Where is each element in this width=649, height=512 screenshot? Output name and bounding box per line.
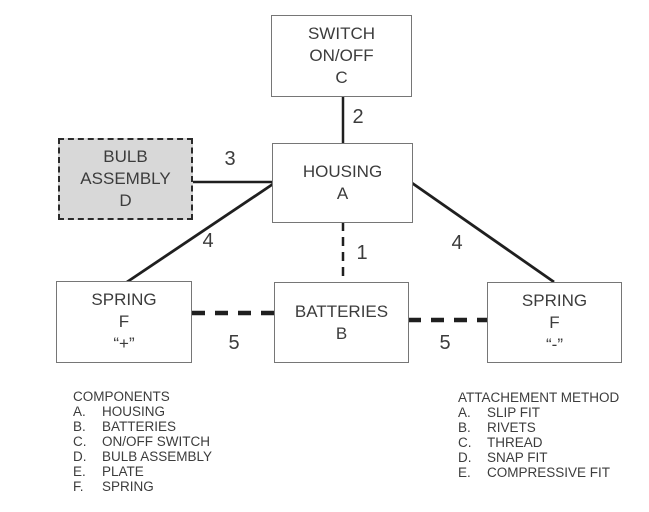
legend-item-label: BATTERIES xyxy=(102,419,177,434)
connector-label-1: 1 xyxy=(356,242,368,264)
legend-item: D. BULB ASSEMBLY xyxy=(73,449,212,464)
legend-item: B. BATTERIES xyxy=(73,419,212,434)
legend-item-label: THREAD xyxy=(487,435,543,450)
node-spring-plus-polarity: “+” xyxy=(113,334,135,353)
node-spring-plus-line1: SPRING xyxy=(91,290,157,309)
node-switch-on-off: SWITCH ON/OFF C xyxy=(271,15,412,97)
legend-item-label: HOUSING xyxy=(102,404,166,419)
legend-item-key: C. xyxy=(458,435,472,450)
node-switch-line1: SWITCH xyxy=(307,24,376,43)
connector-label-4-right: 4 xyxy=(451,232,463,254)
legend-attachment-title: ATTACHEMENT METHOD xyxy=(458,390,620,405)
legend-item: D. SNAP FIT xyxy=(458,450,619,465)
legend-item-key: A. xyxy=(73,404,86,419)
legend-item-label: SPRING xyxy=(102,479,154,494)
legend-item-label: SNAP FIT xyxy=(487,450,548,465)
legend-item-label: ON/OFF SWITCH xyxy=(102,434,210,449)
node-housing-letter: A xyxy=(336,184,349,203)
node-switch-letter: C xyxy=(335,68,348,87)
legend-item-label: RIVETS xyxy=(487,420,536,435)
connector-label-4-left: 4 xyxy=(202,230,214,252)
legend-item: E. COMPRESSIVE FIT xyxy=(458,465,619,480)
node-spring-positive: SPRING F “+” xyxy=(56,281,192,363)
legend-item-key: E. xyxy=(458,465,471,480)
node-switch-line2: ON/OFF xyxy=(309,46,374,65)
legend-item: B. RIVETS xyxy=(458,420,619,435)
legend-item-key: D. xyxy=(458,450,472,465)
node-batteries-line1: BATTERIES xyxy=(294,301,389,321)
legend-item: A. HOUSING xyxy=(73,404,212,419)
node-bulb-letter: D xyxy=(119,191,132,210)
connector-label-5-left: 5 xyxy=(228,332,240,354)
node-housing-line1: HOUSING xyxy=(302,162,383,181)
legend-item-key: C. xyxy=(73,434,87,449)
legend-item-label: BULB ASSEMBLY xyxy=(102,449,213,464)
legend-components: COMPONENTS A. HOUSING B. BATTERIES C. ON… xyxy=(73,389,212,494)
legend-item-key: F. xyxy=(73,479,84,494)
node-bulb-line1: BULB xyxy=(103,147,148,166)
legend-item: A. SLIP FIT xyxy=(458,405,619,420)
legend-item: E. PLATE xyxy=(73,464,212,479)
node-batteries: BATTERIES B xyxy=(274,282,409,363)
connector-label-3: 3 xyxy=(224,148,236,170)
legend-item-key: E. xyxy=(73,464,86,479)
legend-item-label: SLIP FIT xyxy=(487,405,541,420)
legend-item-key: B. xyxy=(73,419,86,434)
node-spring-minus-polarity: “-” xyxy=(546,334,563,354)
node-spring-negative: SPRING F “-” xyxy=(487,282,622,363)
legend-item-key: D. xyxy=(73,449,87,464)
legend-item-label: PLATE xyxy=(102,464,144,479)
legend-item: F. SPRING xyxy=(73,479,212,494)
legend-item-key: A. xyxy=(458,405,471,420)
legend-components-title: COMPONENTS xyxy=(73,389,170,404)
connector-label-5-right: 5 xyxy=(439,332,451,354)
legend-item: C. ON/OFF SWITCH xyxy=(73,434,212,449)
node-batteries-letter: B xyxy=(335,323,348,343)
connector-housing-spring-plus xyxy=(126,182,274,284)
node-bulb-assembly: BULB ASSEMBLY D xyxy=(58,138,193,220)
node-spring-minus-line1: SPRING xyxy=(521,290,588,310)
legend-item: C. THREAD xyxy=(458,435,619,450)
node-spring-minus-letter: F xyxy=(549,312,560,332)
connector-label-2: 2 xyxy=(352,106,364,128)
node-housing: HOUSING A xyxy=(272,143,413,223)
legend-item-key: B. xyxy=(458,420,471,435)
node-spring-plus-letter: F xyxy=(118,312,130,331)
legend-item-label: COMPRESSIVE FIT xyxy=(487,465,611,480)
connector-housing-spring-minus xyxy=(411,181,555,284)
node-bulb-line2: ASSEMBLY xyxy=(80,169,171,188)
legend-attachment-method: ATTACHEMENT METHOD A. SLIP FIT B. RIVETS… xyxy=(458,390,619,480)
